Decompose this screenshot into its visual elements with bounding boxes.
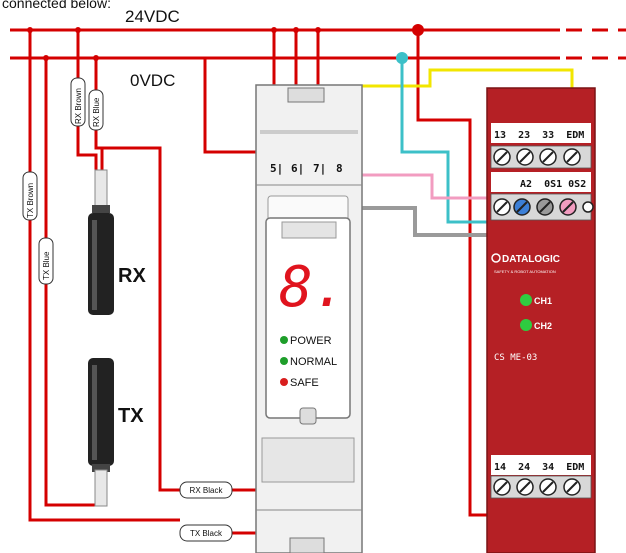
svg-text:RX Blue: RX Blue — [92, 97, 101, 127]
svg-text:RX Brown: RX Brown — [74, 88, 83, 124]
svg-text:TX Black: TX Black — [190, 529, 223, 538]
cable-tag-rx-brown: RX Brown — [70, 77, 86, 127]
rail-0vdc-label: 0VDC — [130, 71, 175, 90]
svg-text:SAFETY & ROBOT AUTOMATION: SAFETY & ROBOT AUTOMATION — [494, 269, 556, 274]
header-text: connected below: — [2, 0, 111, 11]
tx-sensor-label: TX — [118, 405, 144, 427]
ch1-led — [520, 294, 532, 306]
cable-tag-rx-black: RX Black — [179, 481, 233, 499]
safe-label: SAFE — [290, 377, 319, 389]
ch2-led — [520, 319, 532, 331]
cable-tag-rx-blue: RX Blue — [88, 89, 104, 131]
svg-text:TX Brown: TX Brown — [26, 183, 35, 218]
relay-model: CS ME-03 — [494, 353, 537, 363]
normal-led — [280, 357, 288, 365]
cable-tag-tx-black: TX Black — [179, 524, 233, 542]
power-led — [280, 336, 288, 344]
controller-terminals: 5| 6| 7| 8 — [270, 162, 343, 175]
datalogic-logo: DATALOGIC SAFETY & ROBOT AUTOMATION — [491, 253, 560, 274]
relay-mid-screws — [493, 198, 594, 216]
relay-channel-leds: CH1 CH2 — [520, 294, 552, 331]
relay-bottom-terminal-labels: 14 24 34 EDM — [494, 462, 584, 473]
svg-text:DATALOGIC: DATALOGIC — [502, 254, 560, 265]
relay-mid-terminal-labels: A2 0S1 0S2 — [520, 179, 586, 190]
relay-top-terminal-labels: 13 23 33 EDM — [494, 130, 584, 141]
cable-tag-tx-brown: TX Brown — [22, 171, 38, 221]
svg-text:RX Black: RX Black — [190, 486, 224, 495]
controller-leds: POWER NORMAL SAFE — [280, 335, 337, 389]
relay-top-screws — [493, 148, 581, 166]
tx-sensor — [88, 358, 114, 507]
rx-sensor — [88, 169, 114, 315]
terminal-5: 5| — [270, 162, 283, 175]
relay-bottom-screws — [493, 478, 581, 496]
rail-24vdc-label: 24VDC — [125, 7, 180, 26]
svg-text:TX Blue: TX Blue — [42, 251, 51, 280]
safety-controller — [255, 84, 363, 553]
terminal-6: 6| — [291, 162, 304, 175]
status-display-digit: 8. — [279, 255, 346, 320]
terminal-7: 7| — [313, 162, 326, 175]
ch2-label: CH2 — [534, 321, 552, 331]
rx-sensor-label: RX — [118, 265, 146, 287]
power-label: POWER — [290, 335, 332, 347]
normal-label: NORMAL — [290, 356, 337, 368]
ch1-label: CH1 — [534, 296, 552, 306]
cable-tag-tx-blue: TX Blue — [38, 237, 54, 285]
safe-led — [280, 378, 288, 386]
terminal-8: 8 — [336, 162, 343, 175]
